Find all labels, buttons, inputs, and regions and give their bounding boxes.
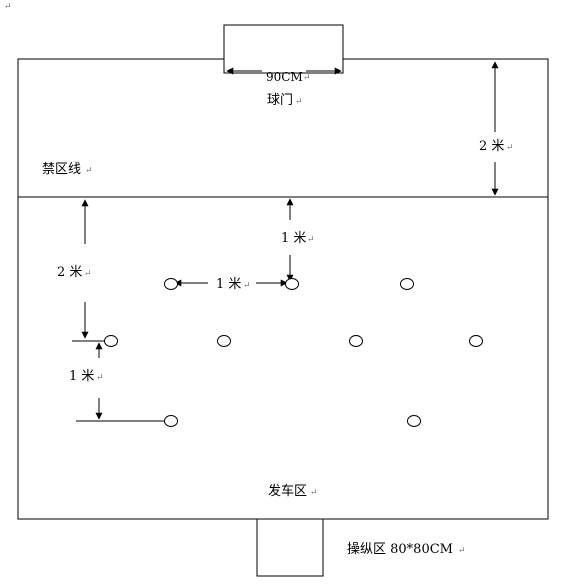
pillar-marker bbox=[164, 278, 178, 290]
pillar-marker bbox=[349, 335, 363, 347]
pillar-marker bbox=[407, 415, 421, 427]
goal-box bbox=[223, 24, 344, 74]
between-1m-label: 1 米 bbox=[216, 277, 241, 292]
svg-text:↵: ↵ bbox=[295, 97, 303, 107]
svg-text:↵: ↵ bbox=[96, 373, 104, 383]
control-zone-box bbox=[256, 518, 324, 577]
field-boundary bbox=[17, 58, 549, 520]
pillar-marker bbox=[285, 278, 299, 290]
center-1m-label: 1 米 bbox=[281, 231, 306, 246]
control-zone-label: 操纵区 80*80CM bbox=[347, 541, 453, 557]
pillar-marker bbox=[104, 335, 118, 347]
svg-text:↵: ↵ bbox=[458, 546, 466, 556]
paragraph-mark: ↵ bbox=[4, 2, 12, 12]
pillar-marker bbox=[400, 278, 414, 290]
goal-label: 球门 bbox=[267, 93, 293, 108]
right-2m-label: 2 米 bbox=[479, 139, 504, 154]
left-1m-label: 1 米 bbox=[69, 369, 94, 384]
goal-width-label: 90CM bbox=[266, 70, 303, 84]
svg-text:↵: ↵ bbox=[303, 73, 311, 83]
left-2m-label: 2 米 bbox=[57, 265, 82, 280]
restricted-line-label: 禁区线 bbox=[42, 162, 81, 177]
launch-zone-label: 发车区 bbox=[268, 483, 307, 499]
svg-text:↵: ↵ bbox=[85, 166, 93, 176]
svg-text:↵: ↵ bbox=[310, 488, 318, 498]
svg-text:↵: ↵ bbox=[243, 281, 251, 291]
pillar-marker bbox=[217, 335, 231, 347]
pillar-marker bbox=[469, 335, 483, 347]
svg-text:↵: ↵ bbox=[506, 143, 514, 153]
pillar-marker bbox=[164, 415, 178, 427]
svg-text:↵: ↵ bbox=[84, 269, 92, 279]
svg-text:↵: ↵ bbox=[307, 235, 315, 245]
